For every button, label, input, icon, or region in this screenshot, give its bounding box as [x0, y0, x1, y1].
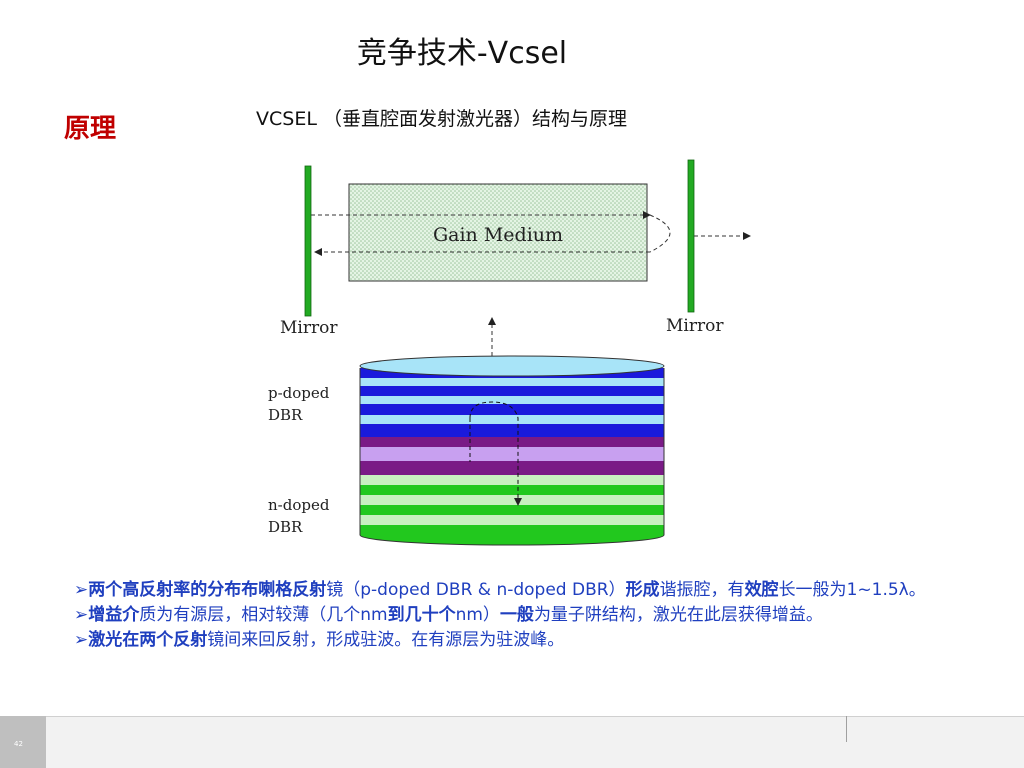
bullet-text: 质为有源层，相对较薄（几个	[139, 605, 361, 625]
bullet-text: 。	[908, 580, 926, 600]
p-dbr-label-line1: p-doped	[268, 384, 330, 402]
bullet-text: 谐振腔，有	[659, 580, 745, 600]
footer-divider	[0, 716, 1024, 717]
page-number: 42	[14, 740, 23, 748]
bullet-text: 为量子阱结构，激光在此层获得增益。	[533, 605, 823, 625]
bullet-text: 1~1.5λ	[846, 580, 909, 600]
bullet-list: ➢两个高反射率的分布布喇格反射镜（p-doped DBR & n-doped D…	[74, 578, 954, 653]
section-label: 原理	[64, 114, 117, 144]
bullet-text: nm）	[455, 605, 500, 625]
n-dbr-label-line1: n-doped	[268, 496, 330, 514]
bullet-text: 形成	[625, 580, 660, 600]
mirror-right-label: Mirror	[666, 316, 724, 336]
bullet-text: 激光在两个反射	[88, 630, 208, 650]
bullet-text: 到几十个	[387, 605, 456, 625]
footer-bar	[0, 716, 1024, 768]
gain-medium-box	[348, 183, 648, 282]
gain-medium-label: Gain Medium	[433, 224, 563, 246]
bullet-text: 镜间来回反射，形成驻波。在有源层为驻波峰。	[207, 630, 565, 650]
bullet-arrow-icon: ➢	[74, 580, 89, 600]
n-dbr-label-line2: DBR	[268, 518, 303, 536]
footer-tick	[846, 716, 847, 742]
slide-title: 竞争技术-Vcsel	[356, 36, 568, 71]
vcsel-diagram: Gain Medium Mirror Mirror p-doped DBR n-	[268, 159, 751, 546]
bullet-item: ➢两个高反射率的分布布喇格反射镜（p-doped DBR & n-doped D…	[74, 578, 954, 603]
bullet-arrow-icon: ➢	[74, 630, 89, 650]
right-mirror	[687, 159, 695, 313]
bullet-text: 镜（p-doped DBR & n-doped DBR）	[326, 580, 626, 600]
bullet-text: 增益介	[88, 605, 140, 625]
dbr-stack	[359, 355, 665, 546]
mirror-left-label: Mirror	[280, 318, 338, 338]
page-number-tab	[0, 716, 46, 768]
bullet-arrow-icon: ➢	[74, 605, 89, 625]
bullet-text: 效腔	[744, 580, 779, 600]
bullet-item: ➢增益介质为有源层，相对较薄（几个nm到几十个nm）一般为量子阱结构，激光在此层…	[74, 603, 954, 628]
return-loop	[649, 214, 671, 253]
bullet-text: 一般	[499, 605, 534, 625]
bullet-text: nm	[360, 605, 388, 625]
p-dbr-label-line2: DBR	[268, 406, 303, 424]
bullet-item: ➢激光在两个反射镜间来回反射，形成驻波。在有源层为驻波峰。	[74, 628, 954, 653]
diagram-caption: VCSEL （垂直腔面发射激光器）结构与原理	[256, 108, 627, 130]
left-mirror	[304, 165, 312, 317]
bullet-text: 两个高反射率的分布布喇格反射	[88, 580, 327, 600]
bullet-text: 长一般为	[778, 580, 847, 600]
